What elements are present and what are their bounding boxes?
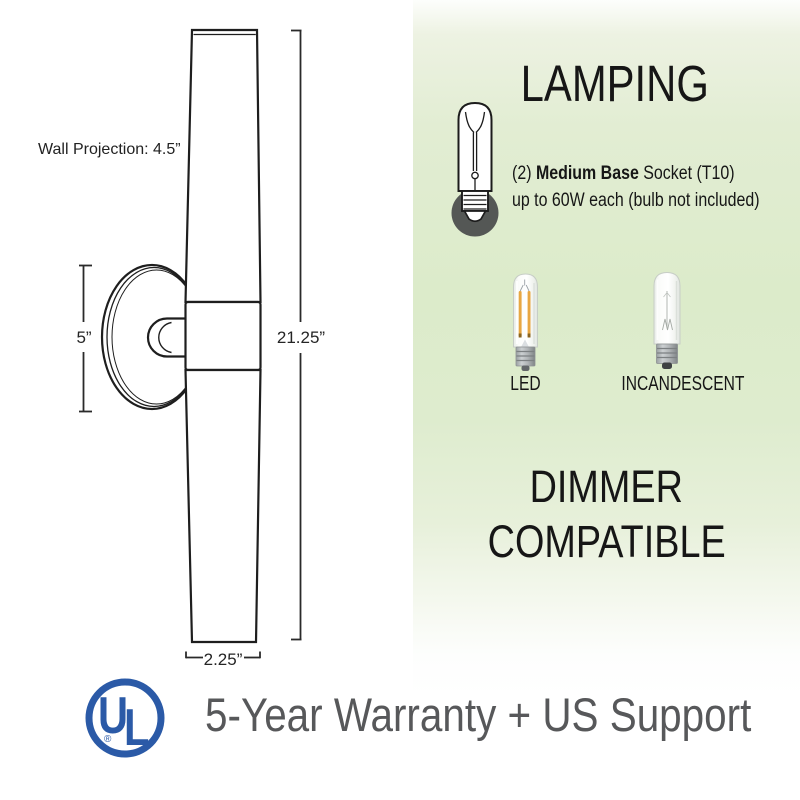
wall-projection-label: Wall Projection: 4.5” xyxy=(38,141,181,158)
led-bulb-image xyxy=(513,273,538,371)
sconce-arm xyxy=(146,317,192,358)
backplate-height-dimension xyxy=(79,264,92,413)
sconce-line-drawing xyxy=(100,28,262,644)
socket-bold-text: Medium Base xyxy=(535,163,639,184)
dimmer-compatible-text: DIMMER COMPATIBLE xyxy=(487,461,726,567)
lamping-title: LAMPING xyxy=(520,55,709,112)
incandescent-bulb-image xyxy=(653,271,681,369)
led-screw-base xyxy=(515,346,536,371)
warranty-support-text: 5-Year Warranty + US Support xyxy=(205,688,752,741)
bottom-width-dimension xyxy=(185,651,261,659)
backplate-height-label: 5” xyxy=(76,328,92,347)
ul-registered-mark: ® xyxy=(104,734,112,745)
sconce-upper-glass xyxy=(184,28,262,304)
sconce-center-body xyxy=(184,300,262,372)
bottom-width-label: 2.25” xyxy=(203,650,243,669)
icon-filament xyxy=(464,111,486,191)
t10-bulb-socket-icon xyxy=(451,101,499,237)
sconce-lower-glass xyxy=(184,368,262,644)
socket-description-line1: (2) Medium Base Socket (T10) xyxy=(512,163,735,184)
incandescent-filament xyxy=(662,291,673,331)
total-height-dimension xyxy=(291,29,302,641)
led-filament-rods xyxy=(518,279,531,347)
ul-logo-letter-l: L xyxy=(124,699,150,757)
led-label: LED xyxy=(510,373,541,395)
incandescent-screw-base xyxy=(656,343,678,369)
icon-screw-base xyxy=(461,190,489,223)
incandescent-label: INCANDESCENT xyxy=(621,373,745,395)
total-height-label: 21.25” xyxy=(276,328,326,347)
dimension-lines xyxy=(79,29,302,659)
ul-logo-letter-u: U xyxy=(98,687,129,745)
socket-description-line2: up to 60W each (bulb not included) xyxy=(512,190,760,211)
ul-logo-ring xyxy=(85,678,165,758)
